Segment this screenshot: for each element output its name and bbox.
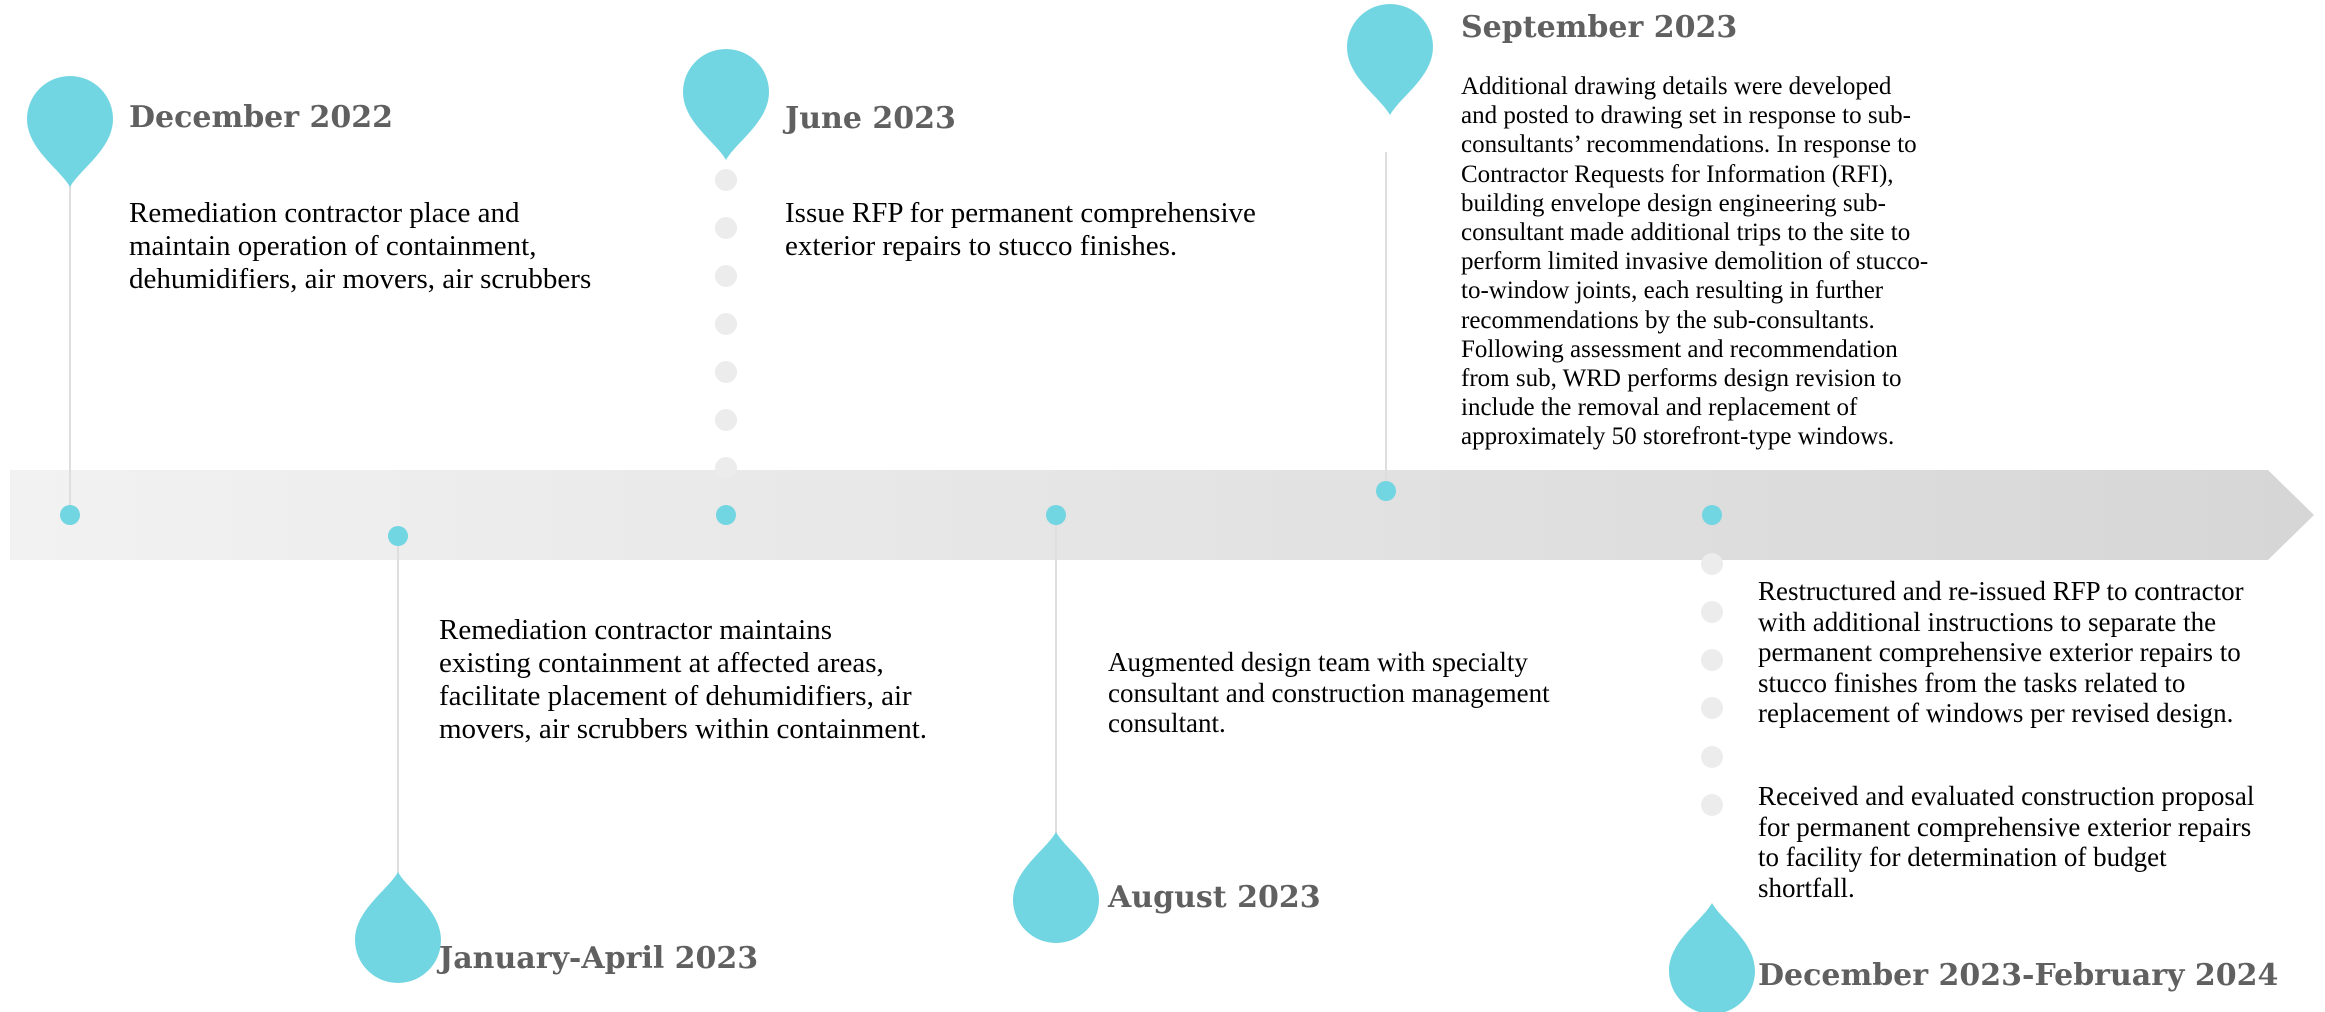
- dotted-connector-dot: [1701, 553, 1723, 575]
- event-markers: [27, 4, 1755, 1012]
- drop-marker-icon: [27, 76, 113, 187]
- description-line: Additional drawing details were develope…: [1461, 73, 1892, 100]
- description-line: stucco finishes from the tasks related t…: [1758, 667, 2186, 698]
- drop-marker-icon: [1347, 4, 1433, 115]
- axis-dots: [60, 481, 1722, 546]
- description-line: replacement of windows per revised desig…: [1758, 698, 2234, 729]
- description-line: dehumidifiers, air movers, air scrubbers: [129, 263, 592, 295]
- event-description-sep-2023: Additional drawing details were develope…: [1461, 72, 2001, 452]
- timeline-arrow: [10, 470, 2314, 560]
- description-line: Issue RFP for permanent comprehensive: [785, 197, 1256, 229]
- description-line: maintain operation of containment,: [129, 230, 537, 262]
- dotted-connector-dot: [715, 265, 737, 287]
- description-line: with additional instructions to separate…: [1758, 606, 2217, 637]
- description-line: Restructured and re-issued RFP to contra…: [1758, 576, 2244, 606]
- dotted-connector-dot: [715, 409, 737, 431]
- description-line: movers, air scrubbers within containment…: [439, 713, 928, 745]
- description-line: Augmented design team with specialty: [1108, 647, 1528, 677]
- drop-marker-icon: [1013, 832, 1099, 943]
- dotted-connectors: [715, 169, 1723, 816]
- date-label-aug-2023: August 2023: [1108, 880, 1321, 915]
- description-line: approximately 50 storefront-type windows…: [1461, 423, 1895, 451]
- date-label-sep-2023: September 2023: [1461, 10, 1738, 45]
- description-line: from sub, WRD performs design revision t…: [1461, 365, 1902, 393]
- event-description-jan-apr-2023: Remediation contractor maintains existin…: [439, 614, 1039, 746]
- dotted-connector-dot: [1701, 649, 1723, 671]
- description-line: Contractor Requests for Information (RFI…: [1461, 160, 1894, 188]
- description-line: consultant.: [1108, 708, 1226, 739]
- description-line: existing containment at affected areas,: [439, 647, 884, 679]
- axis-dot: [1702, 505, 1722, 525]
- connector-lines: [69, 152, 1387, 880]
- dotted-connector-dot: [715, 457, 737, 479]
- description-line: consultants’ recommendations. In respons…: [1461, 131, 1917, 159]
- dotted-connector-dot: [1701, 746, 1723, 768]
- description-line: to facility for determination of budget: [1758, 842, 2167, 873]
- event-description-dec-2023-feb-2024: Restructured and re-issued RFP to contra…: [1758, 576, 2318, 729]
- description-line: Remediation contractor maintains: [439, 614, 832, 646]
- description-line: perform limited invasive demolition of s…: [1461, 248, 1929, 276]
- axis-dot: [716, 505, 736, 525]
- description-line: consultant made additional trips to the …: [1461, 219, 1911, 247]
- drop-marker-icon: [355, 872, 441, 983]
- description-line: building envelope design engineering sub…: [1461, 189, 1886, 217]
- description-line: recommendations by the sub-consultants.: [1461, 306, 1875, 334]
- description-line: for permanent comprehensive exterior rep…: [1758, 811, 2252, 842]
- event-description-dec-2023-feb-2024-second: Received and evaluated construction prop…: [1758, 781, 2318, 903]
- dotted-connector-dot: [715, 361, 737, 383]
- date-label-jun-2023: June 2023: [785, 101, 956, 136]
- dotted-connector-dot: [1701, 601, 1723, 623]
- date-label-dec-2022: December 2022: [129, 100, 394, 135]
- axis-dot: [60, 505, 80, 525]
- axis-dot: [1046, 505, 1066, 525]
- dotted-connector-dot: [715, 313, 737, 335]
- event-description-aug-2023: Augmented design team with specialty con…: [1108, 647, 1608, 739]
- description-line: include the removal and replacement of: [1461, 394, 1858, 422]
- axis-dot: [388, 526, 408, 546]
- description-line: shortfall.: [1758, 872, 1855, 903]
- date-label-jan-apr-2023: January-April 2023: [439, 941, 759, 976]
- description-line: facilitate placement of dehumidifiers, a…: [439, 680, 912, 712]
- description-line: Received and evaluated construction prop…: [1758, 781, 2255, 811]
- axis-dot: [1376, 481, 1396, 501]
- description-line: consultant and construction management: [1108, 677, 1550, 708]
- event-description-jun-2023: Issue RFP for permanent comprehensive ex…: [785, 197, 1345, 263]
- dotted-connector-dot: [715, 217, 737, 239]
- description-line: Remediation contractor place and: [129, 197, 520, 229]
- dotted-connector-dot: [1701, 794, 1723, 816]
- event-description-dec-2022: Remediation contractor place and maintai…: [129, 197, 689, 296]
- description-line: exterior repairs to stucco finishes.: [785, 230, 1178, 262]
- description-line: Following assessment and recommendation: [1461, 335, 1898, 363]
- dotted-connector-dot: [1701, 697, 1723, 719]
- description-line: permanent comprehensive exterior repairs…: [1758, 637, 2241, 668]
- drop-marker-icon: [683, 49, 769, 160]
- description-line: and posted to drawing set in response to…: [1461, 102, 1911, 130]
- date-label-dec-2023-feb-2024: December 2023-February 2024: [1758, 958, 2279, 993]
- dotted-connector-dot: [715, 169, 737, 191]
- description-line: to-window joints, each resulting in furt…: [1461, 277, 1884, 305]
- drop-marker-icon: [1669, 903, 1755, 1012]
